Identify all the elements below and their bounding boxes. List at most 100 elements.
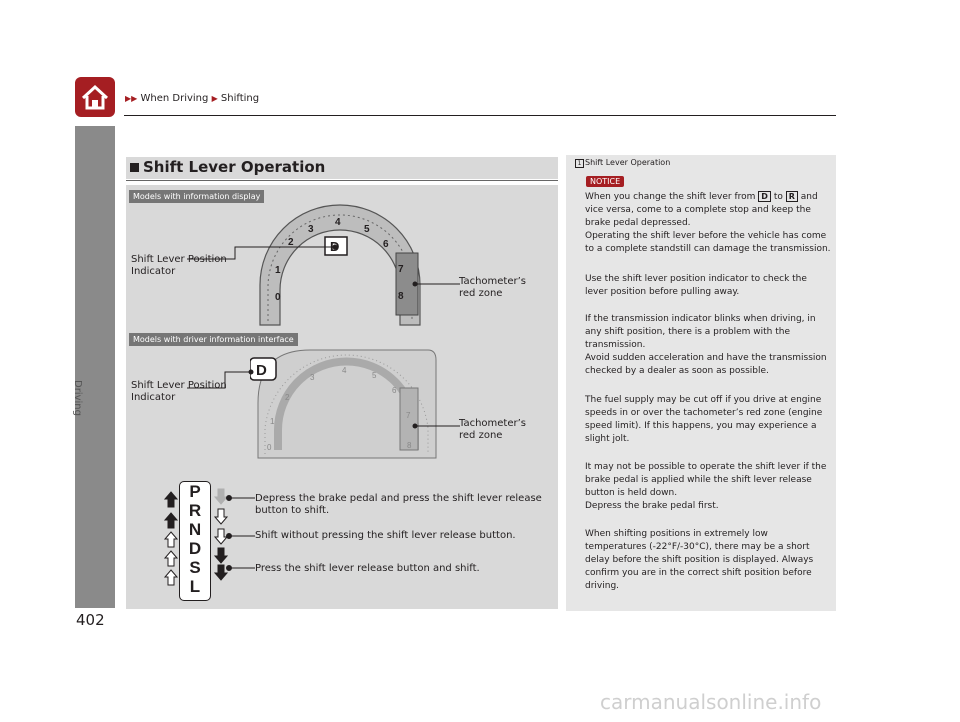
- legend-press-button: Press the shift lever release button and…: [255, 563, 480, 574]
- tach2-number: 8: [407, 441, 412, 450]
- tach1-number: 4: [335, 217, 341, 228]
- leader-line-1: [187, 244, 338, 260]
- tach1-number: 7: [398, 264, 404, 275]
- note-line: Operating the shift lever before the veh…: [585, 231, 827, 241]
- callout-line: red zone: [459, 430, 503, 441]
- legend-without-button: Shift without pressing the shift lever r…: [255, 530, 516, 541]
- home-icon: [81, 84, 109, 110]
- legend-leaders: [226, 495, 255, 571]
- breadcrumb-shifting[interactable]: Shifting: [220, 93, 260, 104]
- callout-tachometer-red-zone-1: Tachometer’s red zone: [459, 276, 526, 300]
- callout-line: Tachometer’s: [459, 418, 527, 429]
- indicator-letter-2: D: [256, 362, 267, 379]
- gear-d: D: [188, 539, 202, 558]
- down-arrow-outline-icon: [213, 508, 229, 525]
- header-rule: [124, 115, 836, 116]
- heading-underline: [126, 180, 558, 181]
- note-line: speeds in or over the tachometer’s red z…: [585, 408, 823, 418]
- section-heading: Shift Lever Operation: [143, 158, 326, 176]
- legend-line: button to shift.: [255, 505, 330, 516]
- tach1-number: 8: [398, 291, 404, 302]
- key-d-icon: D: [758, 191, 771, 202]
- tach1-number: 3: [308, 224, 314, 235]
- note-line: Avoid sudden acceleration and have the t…: [585, 353, 827, 363]
- heading-bullet-icon: [130, 163, 139, 172]
- note-line: brake pedal is applied while the shift l…: [585, 475, 812, 485]
- gear-position-panel: [179, 481, 211, 601]
- tach2-number: 3: [310, 373, 315, 382]
- note-line: to a complete standstill can damage the …: [585, 244, 831, 254]
- gear-n: N: [188, 520, 202, 539]
- gear-p: P: [189, 482, 201, 501]
- note-paragraph-1: When you change the shift lever from D t…: [585, 191, 835, 256]
- legend-brake-and-button: Depress the brake pedal and press the sh…: [255, 493, 542, 517]
- note-line: brake pedal depressed.: [585, 218, 691, 228]
- tach2-number: 1: [270, 417, 275, 426]
- note-line: temperatures (-22°F/-30°C), there may be…: [585, 542, 810, 552]
- model-tab-driver-information-interface: Models with driver information interface: [129, 333, 298, 346]
- note-line: If the transmission indicator blinks whe…: [585, 314, 816, 324]
- callout-line: Indicator: [131, 266, 176, 277]
- note-paragraph-6: When shifting positions in extremely low…: [585, 528, 835, 593]
- leader-line-2: [412, 281, 460, 287]
- tachometer-2-illustration: D 0 1 2 3 4 5 6 7 8: [250, 349, 437, 459]
- model-tab-information-display: Models with information display: [129, 190, 265, 203]
- up-arrows: [163, 491, 179, 586]
- key-r-icon: R: [785, 191, 798, 202]
- note-text-span: When you change the shift lever from: [585, 192, 756, 202]
- breadcrumb-arrow-icon: ▶▶: [125, 94, 138, 103]
- gear-s: S: [189, 558, 201, 577]
- tach1-number: 2: [288, 237, 294, 248]
- note-paragraph-2: Use the shift lever position indicator t…: [585, 273, 835, 299]
- down-arrow-filled-icon: [213, 547, 229, 564]
- notice-badge: NOTICE: [586, 176, 625, 187]
- up-arrow-outline-icon: [163, 531, 179, 548]
- note-line: It may not be possible to operate the sh…: [585, 462, 827, 472]
- up-arrow-outline-icon: [163, 569, 179, 586]
- note-reference-icon: 1: [575, 159, 584, 168]
- tach1-number: 0: [275, 292, 281, 303]
- down-arrows: [213, 488, 229, 581]
- note-line: vice versa, come to a complete stop and …: [585, 205, 811, 215]
- home-button[interactable]: [75, 77, 115, 117]
- note-line: driving.: [585, 581, 620, 591]
- note-text-span: to: [773, 192, 783, 202]
- callout-tachometer-red-zone-2: Tachometer’s red zone: [459, 418, 526, 442]
- note-line: When you change the shift lever from D t…: [585, 191, 835, 204]
- callout-line: Shift Lever Position: [131, 254, 227, 265]
- up-arrow-outline-icon: [163, 550, 179, 567]
- note-line: When shifting positions in extremely low: [585, 529, 768, 539]
- up-arrow-filled-icon: [163, 491, 179, 508]
- gear-l: L: [189, 577, 201, 596]
- note-text-span: and: [800, 192, 818, 202]
- tach2-number: 7: [406, 411, 411, 420]
- down-arrow-outline-icon: [213, 528, 229, 545]
- note-paragraph-5: It may not be possible to operate the sh…: [585, 461, 835, 513]
- section-tab-driving[interactable]: Driving: [72, 380, 83, 416]
- down-arrow-filled-icon: [213, 564, 229, 581]
- note-paragraph-3: If the transmission indicator blinks whe…: [585, 313, 835, 378]
- note-line: slight jolt.: [585, 434, 630, 444]
- tach2-number: 4: [342, 366, 347, 375]
- callout-line: Tachometer’s: [459, 276, 527, 287]
- tach2-number: 5: [372, 371, 377, 380]
- gear-letters: P R N D S L: [179, 482, 211, 596]
- callout-shift-lever-position-1: Shift Lever Position Indicator: [131, 254, 227, 278]
- down-arrow-gray-icon: [213, 488, 229, 505]
- tach1-number: 6: [383, 239, 389, 250]
- page-number: 402: [76, 611, 105, 629]
- callout-shift-lever-position-2: Shift Lever Position Indicator: [131, 380, 227, 404]
- gear-r: R: [188, 501, 202, 520]
- callout-line: Indicator: [131, 392, 176, 403]
- note-line: Use the shift lever position indicator t…: [585, 274, 807, 284]
- tach2-number: 2: [285, 393, 290, 402]
- leader-line-3: [187, 369, 254, 389]
- breadcrumb: ▶▶ When Driving ▶ Shifting: [125, 93, 259, 104]
- note-line: speed limit). If this happens, you may e…: [585, 421, 817, 431]
- note-line: Depress the brake pedal first.: [585, 501, 719, 511]
- note-line: button is held down.: [585, 488, 678, 498]
- note-line: checked by a dealer as soon as possible.: [585, 366, 769, 376]
- tach1-number: 1: [275, 265, 281, 276]
- tach2-number: 6: [392, 386, 397, 395]
- breadcrumb-when-driving[interactable]: When Driving: [140, 93, 209, 104]
